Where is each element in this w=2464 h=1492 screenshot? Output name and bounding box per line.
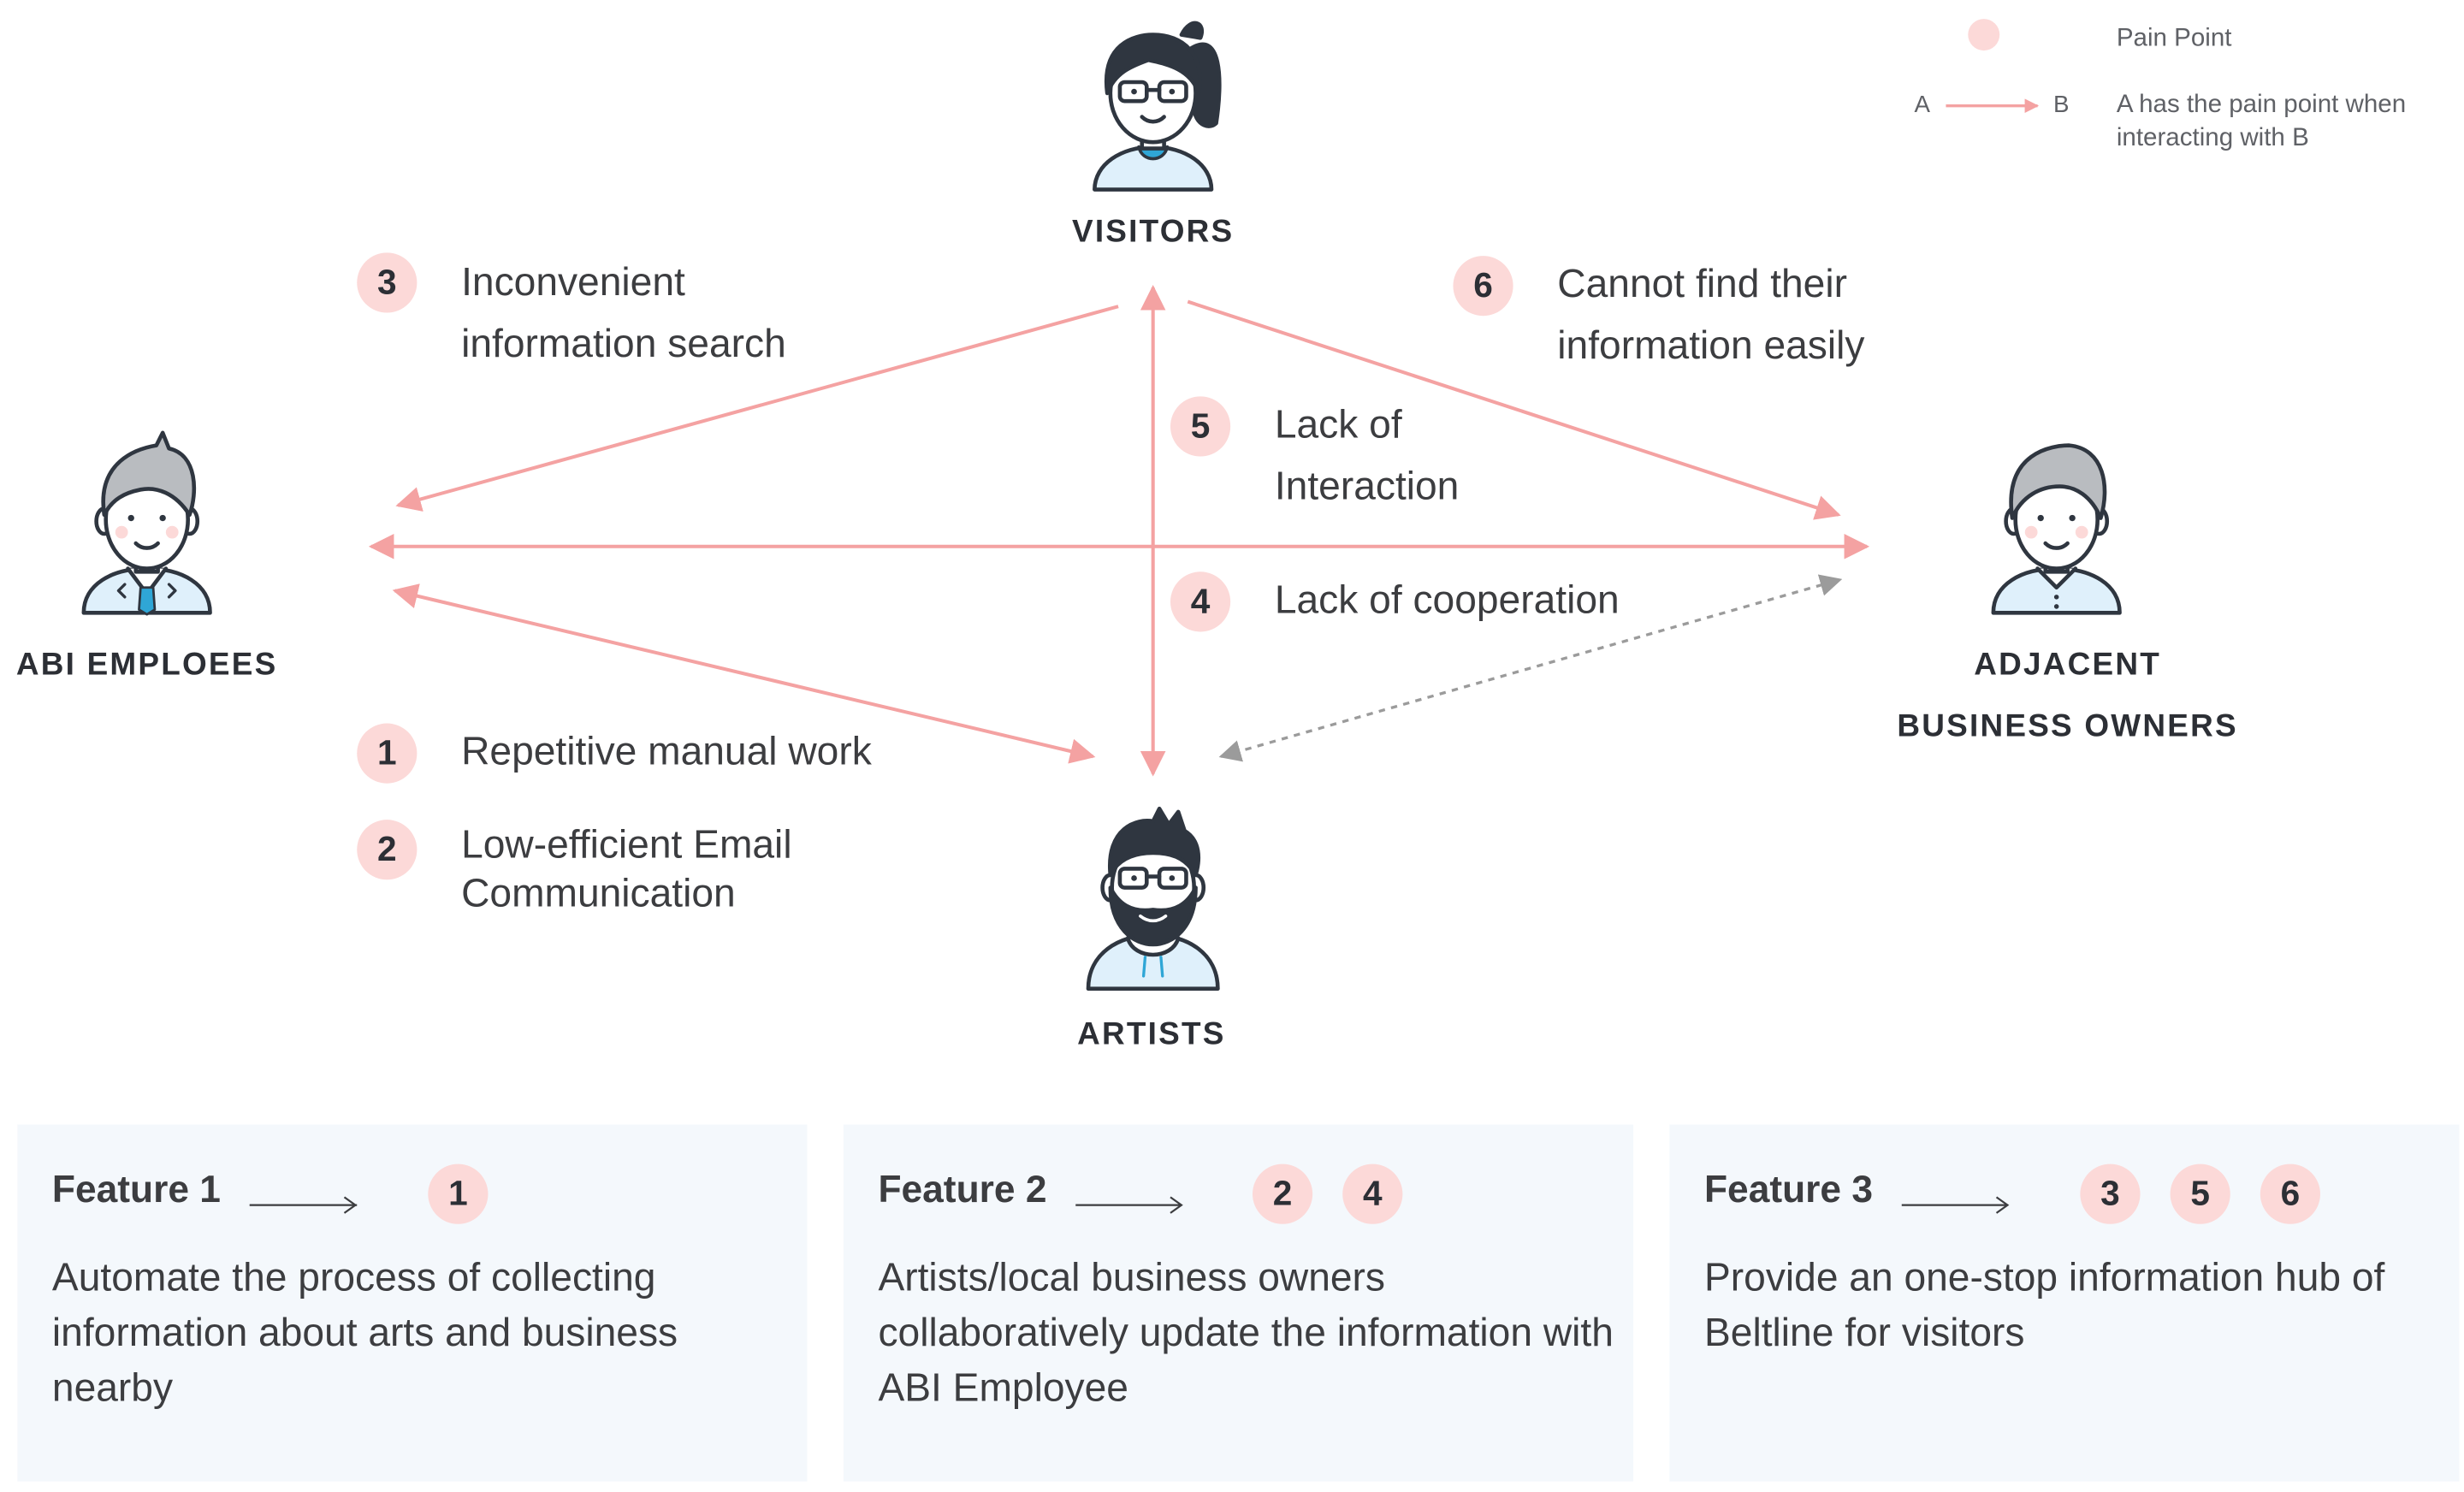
feature-2-description: Artists/local business owners collaborat… — [878, 1255, 1614, 1411]
pain-5-line1: Lack of — [1274, 402, 1402, 447]
feature-card-2: Feature 2 2 4 Artists/local business own… — [843, 1124, 1633, 1482]
pain-badge-3: 3 — [357, 252, 418, 313]
arrow-visitors-to-adjacent — [1187, 299, 1841, 520]
legend-from-letter: A — [1914, 92, 1931, 119]
pain-badge-6: 6 — [1453, 256, 1513, 317]
artist-avatar — [1086, 806, 1220, 991]
pain-badge-4: 4 — [1170, 571, 1231, 632]
pain-badge-5: 5 — [1170, 396, 1231, 457]
pain-6-line2: information easily — [1557, 323, 1865, 369]
legend-to-letter: B — [2052, 92, 2070, 119]
feature-3-badge-6: 6 — [2260, 1163, 2320, 1224]
abi-employee-avatar — [81, 430, 212, 616]
pain-3-line1: Inconvenient — [461, 260, 685, 305]
pain-2-line2: Communication — [461, 872, 736, 916]
feature-3-description: Provide an one-stop information hub of B… — [1703, 1255, 2385, 1355]
feature-1-title: Feature 1 — [51, 1169, 221, 1211]
pain-badge-2: 2 — [357, 820, 418, 880]
role-abi-employees: ABI EMPLOEES — [15, 647, 278, 683]
business-owner-avatar — [1991, 443, 2122, 615]
arrow-artists-adjacent-dotted — [1218, 574, 1843, 762]
feature-2-arrow — [1075, 1196, 1183, 1214]
pain-3-line2: information search — [461, 322, 786, 367]
arrow-visitors-to-abi — [395, 305, 1119, 512]
feature-2-badge-2: 2 — [1252, 1163, 1313, 1224]
role-visitors: VISITORS — [1071, 215, 1235, 250]
pain-2-line1: Low-efficient Email — [461, 822, 792, 867]
feature-1-description: Automate the process of collecting infor… — [51, 1255, 678, 1411]
arrow-abi-artists — [392, 583, 1096, 764]
feature-2-badge-4: 4 — [1342, 1163, 1403, 1224]
pain-4-text: Lack of cooperation — [1274, 577, 1620, 623]
feature-3-badge-3: 3 — [2080, 1163, 2141, 1224]
pain-1-text: Repetitive manual work — [461, 729, 872, 774]
legend-arrow-meaning: A has the pain point when interacting wi… — [2116, 92, 2407, 152]
role-artists: ARTISTS — [1077, 1016, 1226, 1052]
feature-1-arrow — [249, 1196, 358, 1214]
feature-3-badge-5: 5 — [2170, 1163, 2230, 1224]
pain-5-line2: Interaction — [1274, 464, 1460, 509]
feature-2-title: Feature 2 — [878, 1169, 1047, 1211]
feature-3-title: Feature 3 — [1703, 1169, 1874, 1211]
legend-pain-point-label: Pain Point — [2116, 25, 2232, 52]
feature-1-badge-1: 1 — [428, 1163, 489, 1224]
role-adjacent-line1: ADJACENT — [1974, 647, 2161, 683]
feature-3-arrow — [1901, 1196, 2010, 1214]
feature-card-3: Feature 3 3 5 6 Provide an one-stop info… — [1669, 1124, 2460, 1482]
visitor-avatar — [1093, 21, 1222, 192]
pain-6-line1: Cannot find their — [1557, 262, 1847, 307]
pain-badge-1: 1 — [357, 723, 418, 784]
feature-card-1: Feature 1 1 Automate the process of coll… — [17, 1124, 808, 1482]
legend-pain-dot — [1968, 19, 2000, 51]
role-adjacent-line2: BUSINESS OWNERS — [1897, 708, 2238, 744]
